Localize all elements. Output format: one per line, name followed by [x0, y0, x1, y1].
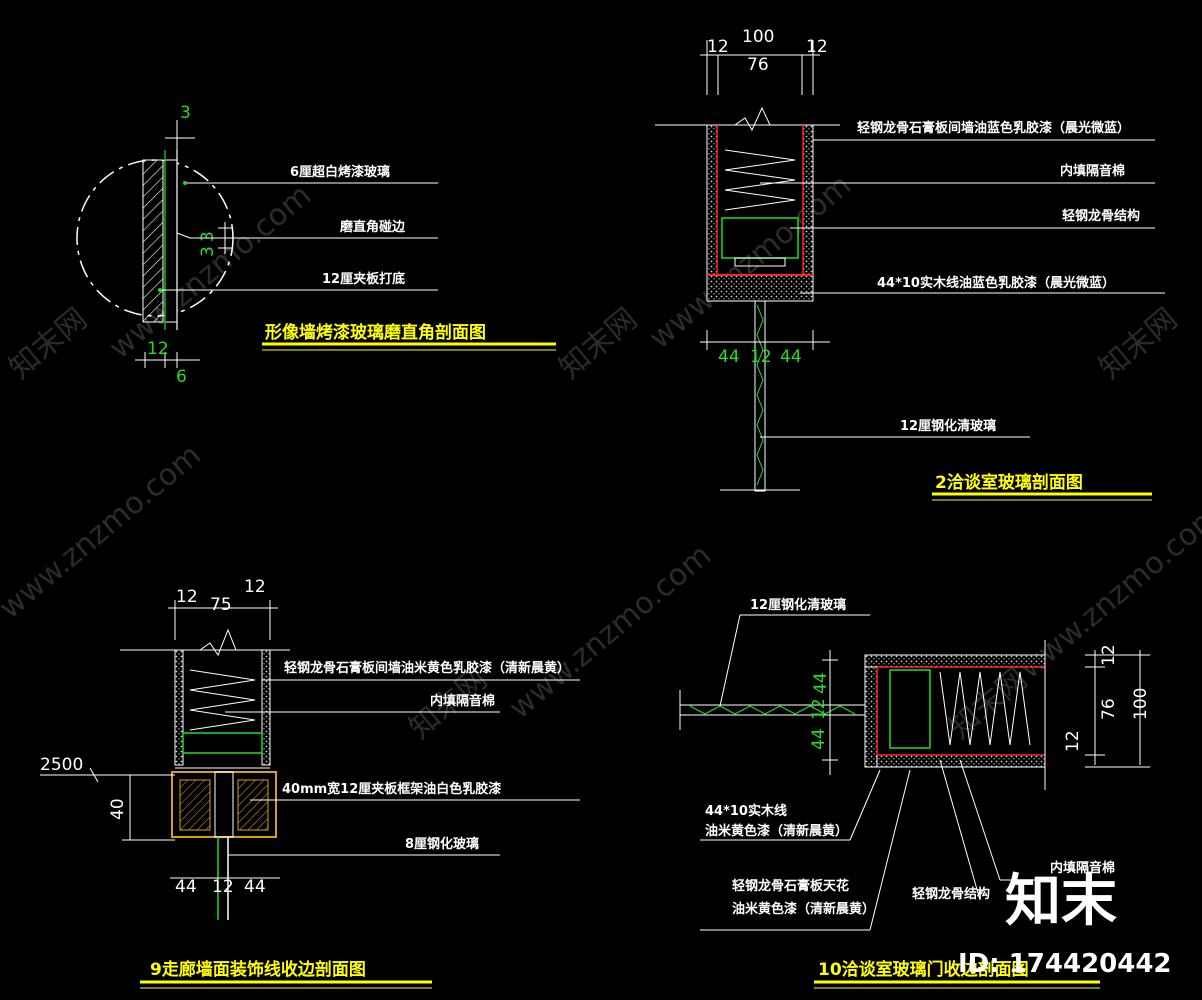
- note-b5: 12厘钢化清玻璃: [900, 418, 996, 434]
- note-c1: 轻钢龙骨石膏板间墙油米黄色乳胶漆（清新晨黄）: [284, 660, 570, 676]
- dim-bot-a: 44: [809, 728, 829, 750]
- note-a2: 磨直角碰边: [340, 219, 406, 235]
- dim-right: 12: [244, 577, 266, 597]
- brand-logo: 知末 ID: 174420442: [958, 869, 1172, 979]
- dim-bottom-mid: 12: [212, 877, 234, 897]
- dim-mid: 3: [198, 231, 218, 242]
- dim-mid: 75: [210, 595, 232, 615]
- dim-level: 2500: [40, 755, 83, 775]
- note-d3: 油米黄色漆（清新晨黄）: [705, 823, 848, 839]
- note-a1: 6厘超白烤漆玻璃: [290, 164, 390, 180]
- note-a3: 12厘夹板打底: [322, 271, 405, 287]
- detail-d-title: 10洽谈室玻璃门收边剖面图: [818, 959, 1029, 980]
- dim-bottom-right: 6: [176, 367, 187, 387]
- note-d1: 12厘钢化清玻璃: [750, 597, 846, 613]
- note-d4: 轻钢龙骨石膏板天花: [732, 878, 849, 894]
- detail-c-title: 9走廊墙面装饰线收边剖面图: [150, 959, 366, 980]
- dim-bottom-right: 44: [780, 347, 802, 367]
- note-d6: 轻钢龙骨结构: [912, 886, 990, 902]
- dim-right: 12: [806, 37, 828, 57]
- note-b1: 轻钢龙骨石膏板间墙油蓝色乳胶漆（晨光微蓝）: [857, 120, 1130, 136]
- detail-d-section: 44 12 44 12 76 12 100 12厘钢化清玻璃 44*10实木线 …: [679, 597, 1151, 989]
- note-b2: 内填隔音棉: [1060, 163, 1125, 179]
- plywood-base: [142, 159, 164, 323]
- watermark-text: 知末网: [553, 301, 644, 386]
- detail-b-section: 100 12 76 12 44 12 44 轻钢龙骨石膏板间墙油: [655, 27, 1165, 501]
- dim-total: 100: [742, 27, 774, 47]
- note-c4: 8厘钢化玻璃: [405, 836, 479, 852]
- dim-right-bot: 12: [1063, 730, 1083, 752]
- note-b3: 轻钢龙骨结构: [1062, 208, 1140, 224]
- brand-logo-text: 知末: [1005, 869, 1117, 934]
- note-d2: 44*10实木线: [705, 803, 787, 819]
- dim-height: 40: [108, 798, 128, 820]
- watermark-text: 知末网: [3, 301, 94, 386]
- detail-a-title: 形像墙烤漆玻璃磨直角剖面图: [265, 322, 486, 343]
- detail-c-section: 12 75 12 2500 40 44 12 44 轻钢龙骨石膏板间墙油米黄: [40, 577, 580, 989]
- dim-right-mid: 76: [1099, 698, 1119, 720]
- dim-top-a: 44: [811, 672, 831, 694]
- detail-b-title: 2洽谈室玻璃剖面图: [935, 472, 1083, 493]
- note-d5: 油米黄色漆（清新晨黄）: [732, 901, 875, 917]
- glass-panel: [164, 159, 178, 323]
- dim-top: 3: [180, 103, 191, 123]
- dim-bottom-right: 44: [244, 877, 266, 897]
- brand-id: ID: 174420442: [958, 949, 1172, 979]
- dim-right-top: 12: [1099, 644, 1119, 666]
- note-d7: 内填隔音棉: [1050, 860, 1115, 876]
- watermark-text: www.znzmo.com: [643, 168, 858, 357]
- detail-a-section: 3 3 3 12 6 6厘超白烤漆玻璃 磨直角碰边 12厘夹板打底 形像墙烤漆玻…: [76, 103, 556, 387]
- dim-bottom-mid: 12: [750, 347, 772, 367]
- note-c2: 内填隔音棉: [430, 693, 495, 709]
- note-c3: 40mm宽12厘夹板框架油白色乳胶漆: [282, 781, 501, 797]
- note-b4: 44*10实木线油蓝色乳胶漆（晨光微蓝）: [877, 275, 1115, 291]
- dim-mid: 76: [747, 55, 769, 75]
- dim-mid2: 3: [198, 246, 218, 257]
- dim-right-total: 100: [1131, 688, 1151, 720]
- dim-bottom-left: 12: [147, 339, 169, 359]
- dim-left: 12: [176, 587, 198, 607]
- watermark-text: 知末网: [1093, 301, 1184, 386]
- dim-left: 12: [707, 37, 729, 57]
- dim-bottom-left: 44: [175, 877, 197, 897]
- dim-mid-a: 12: [809, 698, 829, 720]
- dim-bottom-left: 44: [718, 347, 740, 367]
- watermark-text: www.znzmo.com: [503, 538, 718, 727]
